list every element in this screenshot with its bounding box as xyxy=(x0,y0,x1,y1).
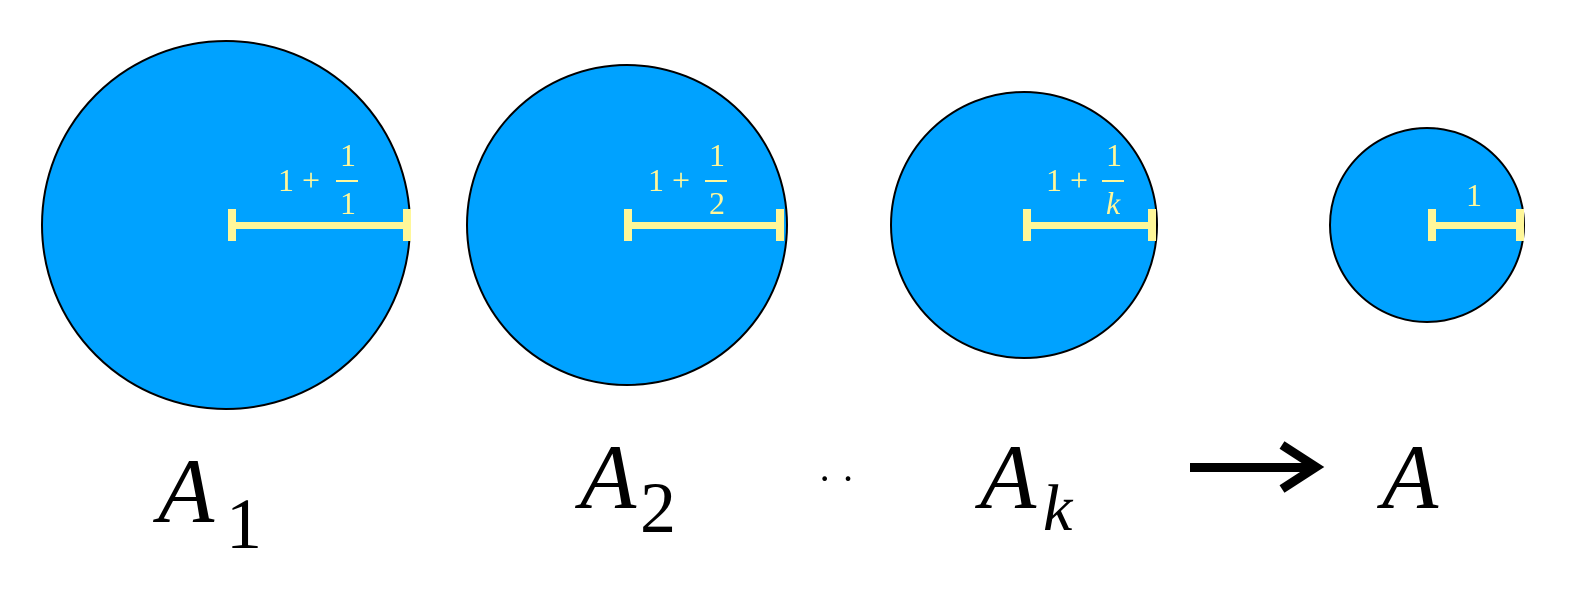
radius-bar xyxy=(624,209,784,241)
radius-denominator: 2 xyxy=(709,185,725,221)
radius-prefix: 1 + xyxy=(648,162,690,198)
fraction-bar xyxy=(705,180,727,182)
label-a-letter: A xyxy=(1376,426,1439,528)
disk-a1: 1 + 1 1 xyxy=(41,40,411,410)
disk-ak: 1 + 1 k xyxy=(890,91,1158,359)
label-a2-subscript: 2 xyxy=(640,468,676,548)
ellipsis: · · xyxy=(818,456,855,501)
label-a1-letter: A xyxy=(152,440,215,542)
radius-numerator: 1 xyxy=(1106,137,1122,173)
label-a1-subscript: 1 xyxy=(226,484,262,564)
radius-label: 1 xyxy=(1466,177,1482,213)
radius-numerator: 1 xyxy=(340,137,356,173)
label-ak-subscript: k xyxy=(1043,472,1074,545)
label-ak-letter: A xyxy=(974,426,1037,528)
disk-a-limit: 1 xyxy=(1329,127,1525,323)
radius-bar xyxy=(1023,209,1156,241)
fraction-bar xyxy=(336,180,358,182)
radius-numerator: 1 xyxy=(709,137,725,173)
radius-denominator: k xyxy=(1106,185,1121,221)
fraction-bar xyxy=(1102,180,1124,182)
label-a2-letter: A xyxy=(574,426,637,528)
radius-denominator: 1 xyxy=(340,185,356,221)
disk-a2: 1 + 1 2 xyxy=(466,64,788,386)
radius-prefix: 1 + xyxy=(1046,162,1088,198)
right-arrow-icon xyxy=(1190,441,1325,493)
radius-bar xyxy=(228,209,411,241)
radius-bar xyxy=(1428,209,1524,241)
radius-prefix: 1 + xyxy=(278,162,320,198)
